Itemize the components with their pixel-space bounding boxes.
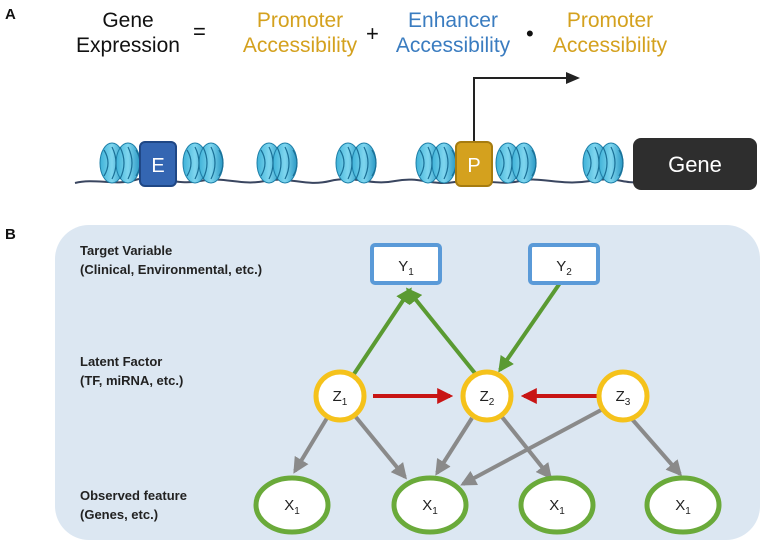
- promoter1-line2: Accessibility: [242, 34, 358, 57]
- node-x1-d: X1: [644, 475, 722, 535]
- nucleosome-1: [99, 142, 141, 184]
- tier-observed-examples: (Genes, etc.): [80, 507, 159, 522]
- node-x1-a: X1: [253, 475, 331, 535]
- svg-text:X1: X1: [549, 497, 565, 517]
- tier-observed-title: Observed feature: [80, 488, 187, 503]
- nucleosome-7: [582, 142, 624, 184]
- svg-text:Z3: Z3: [616, 388, 631, 408]
- enhancer-line1: Enhancer: [408, 9, 498, 32]
- node-z2: Z2: [460, 369, 514, 423]
- svg-text:Z2: Z2: [480, 388, 495, 408]
- promoter-accessibility-term-2: Promoter Accessibility: [546, 8, 674, 58]
- promoter2-line1: Promoter: [566, 9, 654, 32]
- svg-text:Z1: Z1: [333, 388, 348, 408]
- panel-a-label: A: [5, 6, 16, 23]
- promoter-box: [455, 141, 493, 187]
- tss-arrowhead: [566, 72, 580, 84]
- panel-b-label: B: [5, 226, 16, 243]
- promoter1-line1: Promoter: [256, 9, 344, 32]
- tier-latent-title: Latent Factor: [80, 354, 163, 369]
- enhancer-line2: Accessibility: [395, 34, 511, 57]
- enhancer-accessibility-term: Enhancer Accessibility: [382, 8, 524, 58]
- gene-expression-line1: Gene: [102, 9, 154, 32]
- edge-z1-x1a: [293, 416, 329, 474]
- edge-z3-x1d: [629, 416, 683, 477]
- equals-sign: =: [193, 19, 206, 44]
- node-x1-b: X1: [391, 475, 469, 535]
- edge-z3-x1b: [460, 407, 604, 486]
- svg-text:Y2: Y2: [556, 258, 572, 278]
- tier-latent-examples: (TF, miRNA, etc.): [80, 373, 184, 388]
- nucleosome-5: [415, 142, 457, 184]
- edge-z1-x1b: [353, 414, 408, 480]
- nucleosome-3: [256, 142, 298, 184]
- nucleosome-2: [182, 142, 224, 184]
- promoter-box-label: P: [467, 155, 480, 177]
- svg-text:X1: X1: [675, 497, 691, 517]
- edge-y2-z2: [498, 281, 562, 373]
- enhancer-box-label: E: [151, 155, 164, 177]
- plus-sign: +: [366, 21, 379, 46]
- tier-latent-factor: Latent Factor (TF, miRNA, etc.): [80, 352, 183, 390]
- promoter2-line2: Accessibility: [552, 34, 668, 57]
- svg-text:Y1: Y1: [398, 258, 414, 278]
- node-y2: Y2: [528, 243, 600, 285]
- tier-target-variable: Target Variable (Clinical, Environmental…: [80, 241, 262, 279]
- gene-expression-term: Gene Expression: [73, 8, 183, 58]
- nucleosome-4: [335, 142, 377, 184]
- tier-observed-feature: Observed feature (Genes, etc.): [80, 486, 187, 524]
- multiply-dot: •: [526, 21, 534, 46]
- node-z1: Z1: [313, 369, 367, 423]
- gene-box: [633, 138, 757, 190]
- gene-expression-line2: Expression: [76, 34, 180, 57]
- tier-target-examples: (Clinical, Environmental, etc.): [80, 262, 263, 277]
- node-y1: Y1: [370, 243, 442, 285]
- edge-z2-x1b: [435, 416, 474, 476]
- edge-z1-y1: [348, 287, 412, 382]
- node-z3: Z3: [596, 369, 650, 423]
- edge-z2-y1: [405, 287, 480, 379]
- svg-text:X1: X1: [284, 497, 300, 517]
- svg-text:X1: X1: [422, 497, 438, 517]
- gene-box-label: Gene: [668, 152, 722, 177]
- enhancer-box: [139, 141, 177, 187]
- promoter-accessibility-term-1: Promoter Accessibility: [236, 8, 364, 58]
- node-x1-c: X1: [518, 475, 596, 535]
- nucleosome-6: [495, 142, 537, 184]
- tier-target-title: Target Variable: [80, 243, 173, 258]
- tss-arrow: [473, 77, 570, 147]
- edge-z2-x1c: [500, 415, 552, 480]
